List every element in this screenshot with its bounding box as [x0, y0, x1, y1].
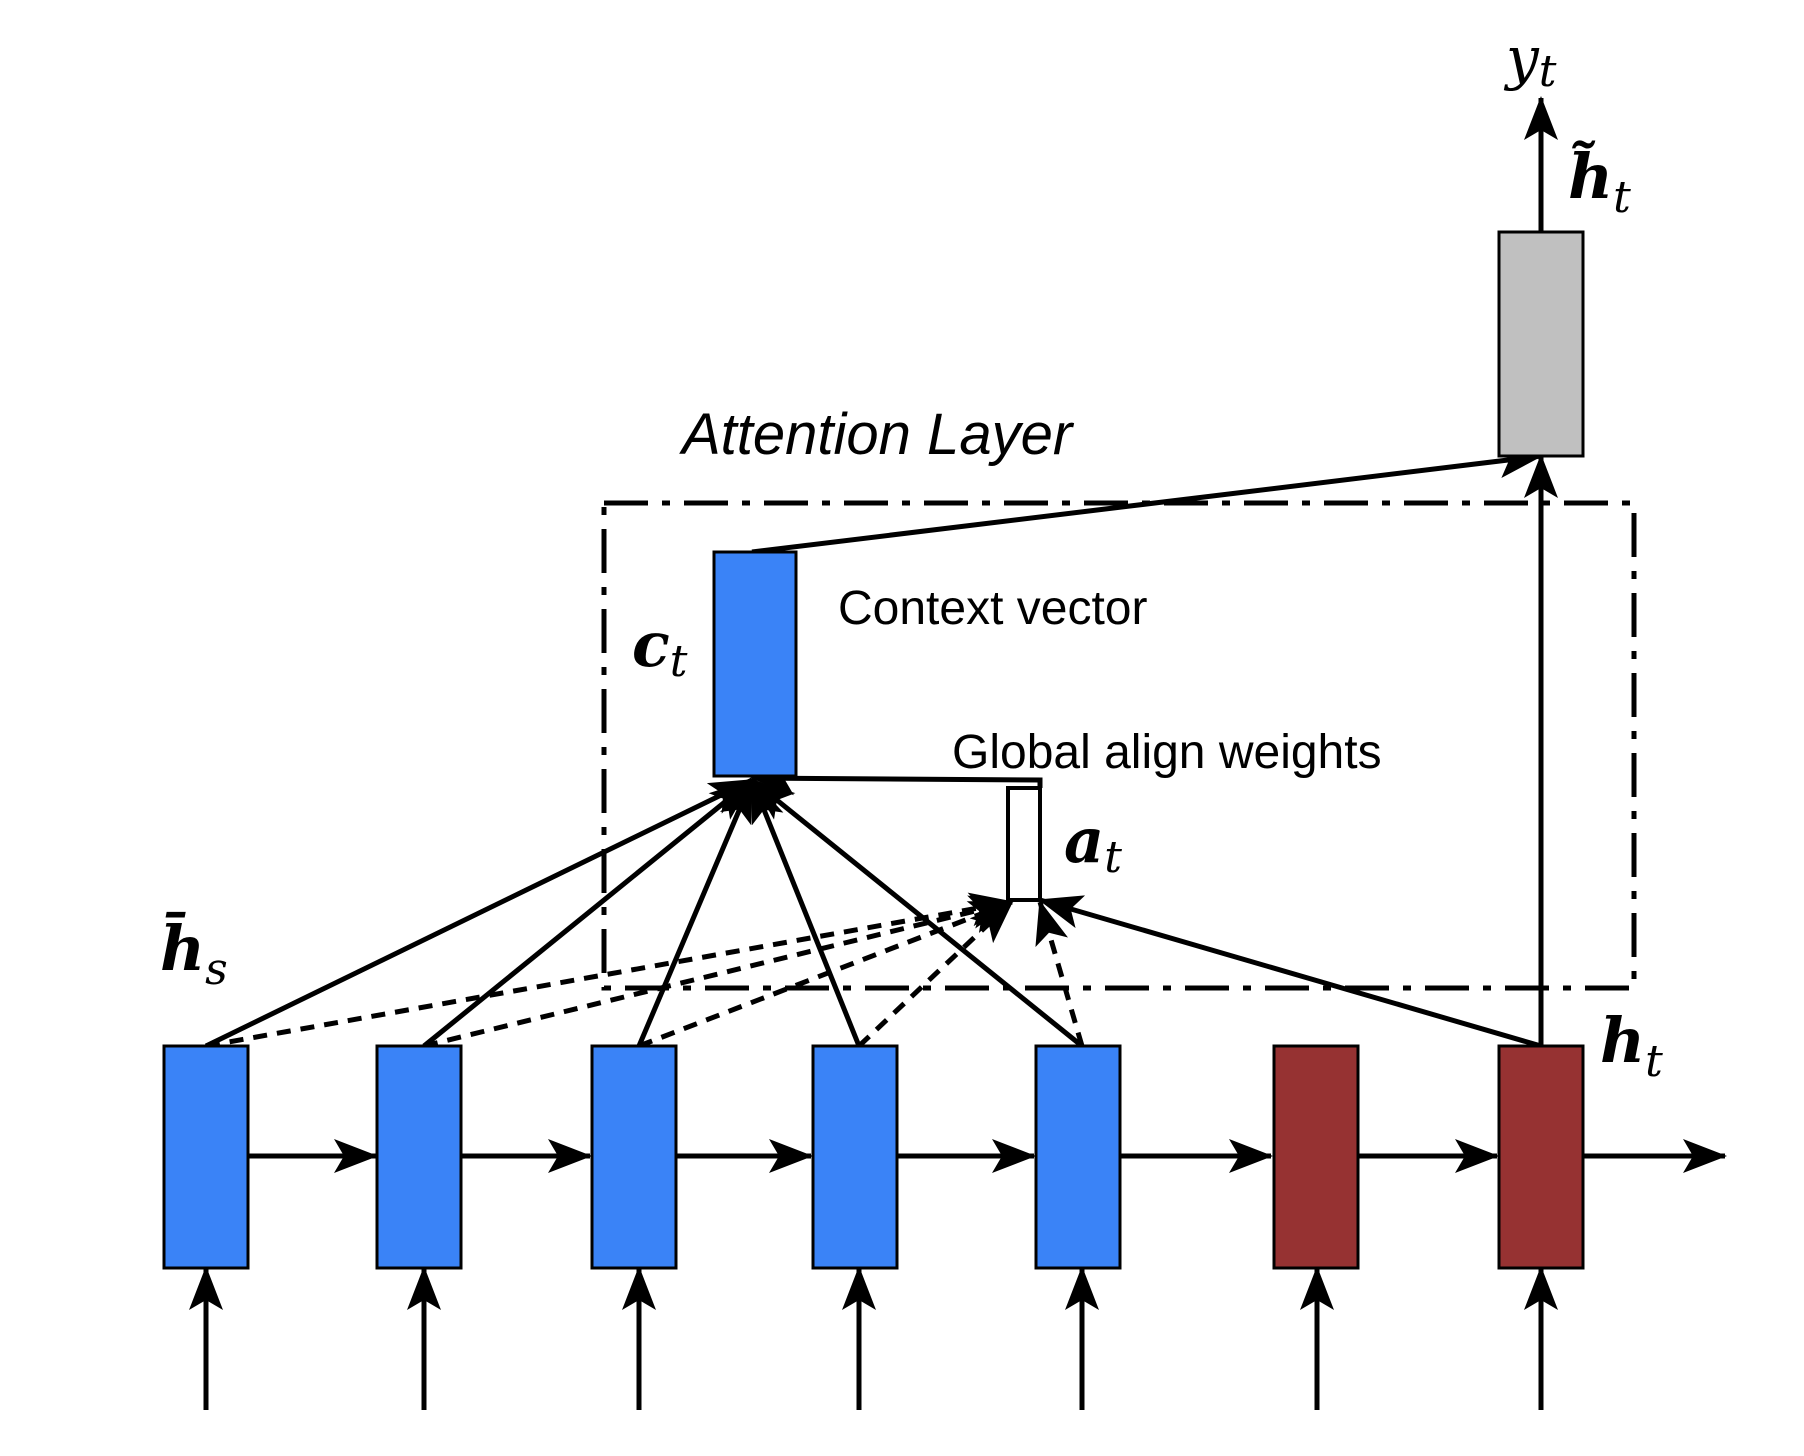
dashed-line-3	[638, 899, 1014, 1049]
encoder-state-5	[1034, 1044, 1122, 1270]
ht-to-align-line	[1038, 895, 1542, 1049]
h-t-symbol: ht	[1600, 1004, 1663, 1087]
solid-line-4	[749, 778, 862, 1047]
encoder-state-2	[375, 1044, 463, 1270]
dashed-line-4	[857, 900, 1014, 1048]
solid-line-1	[204, 777, 754, 1049]
solid-line-2	[422, 778, 754, 1048]
y-t-symbol: yt	[1503, 24, 1557, 97]
decoder-state-1	[1272, 1044, 1360, 1270]
attention-layer-title: Attention Layer	[679, 402, 1075, 467]
dashed-line-2	[423, 895, 1014, 1049]
alignment-dashed-lines	[205, 892, 1085, 1049]
attentional-state-block	[1497, 230, 1585, 458]
input-arrows	[189, 1266, 1558, 1410]
solid-line-5	[750, 778, 1084, 1048]
align-weights-label: Global align weights	[952, 726, 1382, 779]
decoder-blocks	[1272, 1044, 1585, 1270]
h-tilde-t-symbol: h̃t	[1568, 140, 1631, 223]
encoder-state-1	[162, 1044, 250, 1270]
context-to-attentional-line	[751, 444, 1543, 555]
dashed-line-1	[205, 892, 1014, 1049]
dashed-line-5	[1035, 900, 1085, 1047]
align-to-context-line	[750, 761, 1043, 796]
h-bar-s-symbol: h̄s	[160, 912, 228, 995]
a-t-symbol: at	[1064, 804, 1122, 883]
context-vector-block	[712, 550, 798, 778]
attention-layer-box	[601, 500, 1637, 991]
context-vector-label: Context vector	[838, 582, 1147, 635]
encoder-state-3	[590, 1044, 678, 1270]
solid-line-3	[636, 778, 755, 1047]
decoder-state-2	[1497, 1044, 1585, 1270]
align-weights-block	[1006, 786, 1042, 902]
context-solid-lines	[204, 96, 1558, 1049]
encoder-blocks	[162, 1044, 1122, 1270]
c-t-symbol: ct	[632, 608, 688, 687]
encoder-state-4	[811, 1044, 899, 1270]
